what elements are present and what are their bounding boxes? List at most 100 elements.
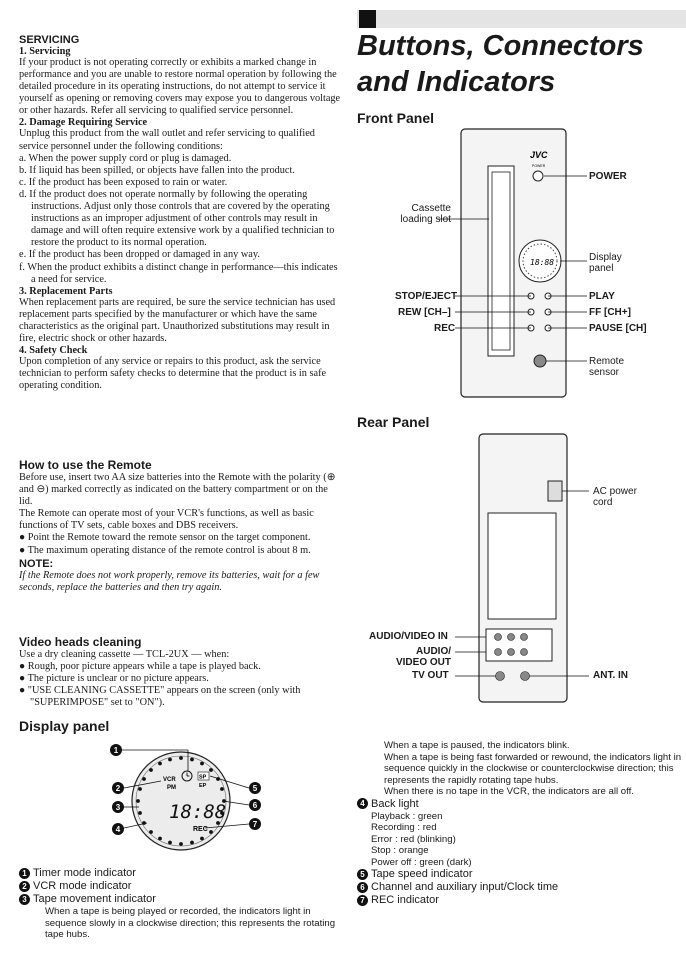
heads-bullet-text: The picture is unclear or no picture app… <box>27 673 209 685</box>
heads-bullet: ● Rough, poor picture appears while a ta… <box>19 661 261 673</box>
servicing-s4-body: Upon completion of any service or repair… <box>19 356 327 392</box>
callout-4: 4 <box>116 825 121 834</box>
callout-1: 1 <box>114 746 119 755</box>
rec-label: REC <box>193 826 208 833</box>
backlight-line: Recording : red <box>371 822 437 833</box>
item-number: 5 <box>357 868 368 880</box>
item-label: Tape speed indicator <box>371 868 473 880</box>
page-title-line2: and Indicators <box>357 66 556 98</box>
servicing-title: SERVICING <box>19 34 80 46</box>
display-readout: 18:88 <box>169 801 226 823</box>
item-number: 7 <box>357 894 368 906</box>
label-ff: FF [CH+] <box>589 307 631 318</box>
item-number: 6 <box>357 881 368 893</box>
label-pause: PAUSE [CH] <box>589 323 647 334</box>
heads-bullet-text: "USE CLEANING CASSETTE" appears on the s… <box>27 685 301 709</box>
item-number: 1 <box>19 867 30 879</box>
servicing-s2-item: a. When the power supply cord or plug is… <box>19 152 232 164</box>
label-stop-eject: STOP/EJECT <box>395 291 458 302</box>
callout-3: 3 <box>116 803 121 812</box>
label-display-panel: Display panel <box>589 252 622 274</box>
power-button <box>532 170 544 182</box>
heads-intro: Use a dry cleaning cassette — TCL-2UX — … <box>19 649 230 660</box>
label-ant-in: ANT. IN <box>593 670 628 681</box>
callout-2: 2 <box>116 784 121 793</box>
label-remote-sensor: Remote sensor <box>589 356 625 378</box>
svg-text:18:88: 18:88 <box>530 258 554 267</box>
servicing-s2-item: e. If the product has been dropped or da… <box>19 249 260 261</box>
item-label: REC indicator <box>371 894 439 906</box>
page-title-line1: Buttons, Connectors <box>357 30 644 62</box>
label-tv-out: TV OUT <box>412 670 449 681</box>
label-rew: REW [CH–] <box>398 307 451 318</box>
item-label: Tape movement indicator <box>33 893 156 905</box>
item-label: Back light <box>371 797 419 810</box>
rear-panel-leaders <box>455 490 589 677</box>
note-body: If the Remote does not work properly, re… <box>19 569 320 593</box>
remote-bullet-text: Point the Remote toward the remote senso… <box>27 532 311 544</box>
servicing-s1-title: 1. Servicing <box>19 46 71 57</box>
page-title: Buttons, Connectors and Indicators <box>357 28 644 100</box>
rear-panel-title: Rear Panel <box>357 414 430 430</box>
label-av-in: AUDIO/VIDEO IN <box>369 631 448 642</box>
callout-7: 7 <box>253 820 258 829</box>
item-number: 3 <box>19 893 30 905</box>
tape-desc-3: When a tape is being fast forwarded or r… <box>384 751 682 786</box>
callout-6: 6 <box>253 801 258 810</box>
servicing-s1-body: If your product is not operating correct… <box>19 57 341 117</box>
tape-desc-1: When a tape is being played or recorded,… <box>45 906 336 940</box>
brand-logo: JVC <box>530 150 548 160</box>
heads-bullet: ● The picture is unclear or no picture a… <box>19 673 209 685</box>
vcr-label: VCR <box>163 777 176 783</box>
rear-panel-diagram <box>478 433 568 703</box>
remote-body2: The Remote can operate most of your VCR'… <box>19 508 314 532</box>
callout-5: 5 <box>253 784 258 793</box>
backlight-line: Stop : orange <box>371 845 429 856</box>
label-play: PLAY <box>589 291 615 302</box>
tape-desc-2: When a tape is paused, the indicators bl… <box>384 740 570 751</box>
servicing-s2-item: c. If the product has been exposed to ra… <box>19 176 228 188</box>
header-block <box>359 10 376 28</box>
front-panel-leaders <box>437 175 587 362</box>
item-label: Channel and auxiliary input/Clock time <box>371 881 559 893</box>
label-power: POWER <box>589 171 627 182</box>
remote-body1: Before use, insert two AA size batteries… <box>19 472 336 508</box>
backlight-line: Power off : green (dark) <box>371 856 472 868</box>
pm-label: PM <box>167 785 176 791</box>
remote-bullet-text: The maximum operating distance of the re… <box>27 544 311 556</box>
front-panel-title: Front Panel <box>357 110 435 126</box>
servicing-s2-body: Unplug this product from the wall outlet… <box>19 128 315 152</box>
servicing-s2-item: f. When the product exhibits a distinct … <box>19 261 338 285</box>
item-label: VCR mode indicator <box>33 880 132 892</box>
servicing-s2-title: 2. Damage Requiring Service <box>19 117 148 129</box>
display-items-continued: When a tape is paused, the indicators bl… <box>357 740 686 907</box>
servicing-s2-item: b. If liquid has been spilled, or object… <box>19 164 295 176</box>
servicing-s3-title: 3. Replacement Parts <box>19 285 113 297</box>
servicing-s4-title: 4. Safety Check <box>19 345 88 357</box>
clock-icon <box>181 770 193 782</box>
heads-bullet: ● "USE CLEANING CASSETTE" appears on the… <box>19 685 301 709</box>
servicing-s2-item: d. If the product does not operate norma… <box>19 188 335 249</box>
label-ac-cord: AC power cord <box>593 486 637 508</box>
label-av-out: AUDIO/ VIDEO OUT <box>395 646 451 668</box>
remote-bullet: ● The maximum operating distance of the … <box>19 544 311 556</box>
item-number: 2 <box>19 880 30 892</box>
power-small-label: POWER <box>532 164 546 168</box>
backlight-line: Error : red (blinking) <box>371 833 456 845</box>
remote-bullet: ● Point the Remote toward the remote sen… <box>19 532 311 544</box>
item-label: Timer mode indicator <box>33 867 136 879</box>
tape-desc-4: When there is no tape in the VCR, the in… <box>384 786 634 797</box>
servicing-section: SERVICING 1. Servicing If your product i… <box>19 34 341 392</box>
note-title: NOTE: <box>19 557 54 570</box>
heads-bullet-text: Rough, poor picture appears while a tape… <box>27 661 261 673</box>
ep-label: EP <box>199 783 207 789</box>
item-number: 4 <box>357 798 368 810</box>
